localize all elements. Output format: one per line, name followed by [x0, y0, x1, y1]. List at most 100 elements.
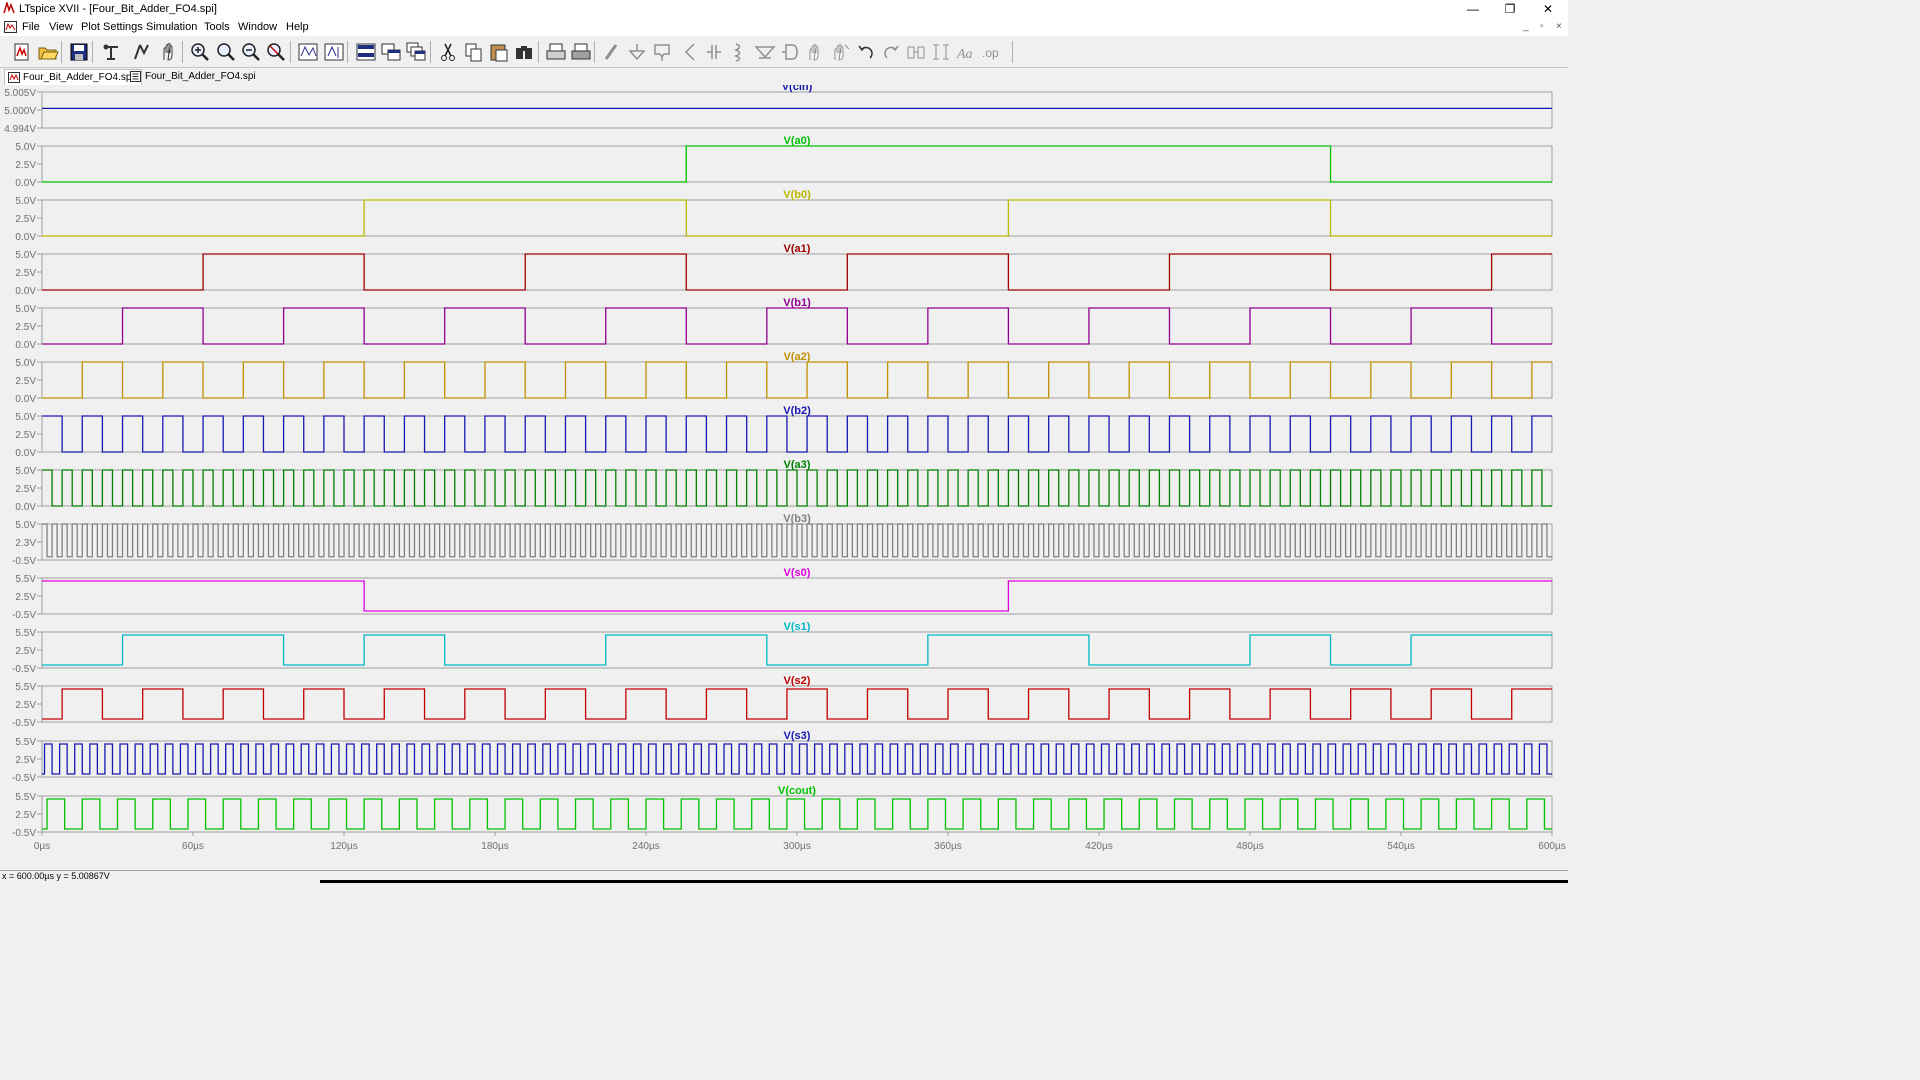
- zoom-out-icon[interactable]: [240, 41, 262, 63]
- control-panel-icon[interactable]: [100, 41, 122, 63]
- zoom-area-icon[interactable]: [215, 41, 237, 63]
- ground-icon[interactable]: [626, 41, 648, 63]
- menu-simulation[interactable]: Simulation: [146, 21, 198, 33]
- tile-horizontal-icon[interactable]: [380, 41, 402, 63]
- menu-bar: File View Plot Settings Simulation Tools…: [0, 19, 1568, 36]
- drag-icon[interactable]: [829, 41, 851, 63]
- menu-window[interactable]: Window: [238, 21, 278, 33]
- y-tick-label: 0.0V: [15, 232, 36, 243]
- waveform-pane: V(b0)5.0V2.5V0.0V: [15, 189, 1553, 243]
- open-icon[interactable]: [37, 41, 59, 63]
- undo-icon[interactable]: [855, 41, 877, 63]
- y-tick-label: 2.5V: [15, 160, 36, 171]
- print-icon[interactable]: [545, 41, 567, 63]
- close-button[interactable]: ✕: [1542, 2, 1554, 16]
- trace-label: V(a1): [784, 243, 811, 255]
- menu-view[interactable]: View: [49, 21, 73, 33]
- trace-line: [42, 253, 1552, 291]
- save-icon[interactable]: [68, 41, 90, 63]
- menu-plot-settings[interactable]: Plot Settings: [81, 21, 143, 33]
- minimize-button[interactable]: —: [1467, 2, 1479, 16]
- print-setup-icon[interactable]: [570, 41, 592, 63]
- menu-file[interactable]: File: [22, 21, 40, 33]
- zoom-in-icon[interactable]: [189, 41, 211, 63]
- y-tick-label: 0.0V: [15, 394, 36, 405]
- capacitor-icon[interactable]: [703, 41, 725, 63]
- x-tick-label: 420µs: [1085, 841, 1112, 852]
- halt-icon[interactable]: [157, 41, 179, 63]
- trace-line: [42, 415, 1552, 453]
- x-tick-label: 540µs: [1387, 841, 1414, 852]
- trace-label: V(b3): [783, 513, 811, 525]
- y-tick-label: 0.0V: [15, 502, 36, 513]
- toolbar-separator: [430, 41, 431, 63]
- restore-button[interactable]: ❐: [1504, 2, 1516, 16]
- y-tick-label: 2.3V: [15, 538, 36, 549]
- trace-label: V(b0): [783, 189, 811, 201]
- find-icon[interactable]: [513, 41, 535, 63]
- mirror-icon[interactable]: [930, 41, 952, 63]
- y-tick-label: 5.000V: [4, 106, 36, 117]
- waveform-pane: V(b2)5.0V2.5V0.0V: [15, 405, 1553, 459]
- spice-directive-icon[interactable]: .op: [980, 41, 1002, 63]
- waveform-icon: [8, 72, 20, 83]
- run-icon[interactable]: [130, 41, 152, 63]
- toolbar-separator: [182, 41, 183, 63]
- trace-label: V(a2): [784, 351, 811, 363]
- tab-waveform[interactable]: Four_Bit_Adder_FO4.spi: [4, 69, 142, 86]
- toolbar-separator: [594, 41, 595, 63]
- mdi-restore-button[interactable]: ▫: [1540, 21, 1544, 32]
- trace-label: V(cin): [782, 85, 813, 93]
- tab-netlist[interactable]: Four_Bit_Adder_FO4.spi: [127, 69, 265, 85]
- move-icon[interactable]: [804, 41, 826, 63]
- toolbar-separator: [347, 41, 348, 63]
- label-net-icon[interactable]: [651, 41, 673, 63]
- y-tick-label: 5.0V: [15, 196, 36, 207]
- diode-icon[interactable]: [754, 41, 776, 63]
- cascade-icon[interactable]: [405, 41, 427, 63]
- wire-icon[interactable]: [600, 41, 622, 63]
- y-tick-label: 2.5V: [15, 646, 36, 657]
- resistor-icon[interactable]: [678, 41, 700, 63]
- svg-text:Aa: Aa: [956, 47, 973, 62]
- y-tick-label: -0.5V: [12, 556, 36, 567]
- y-tick-label: 2.5V: [15, 592, 36, 603]
- trace-line: [42, 361, 1552, 399]
- copy-icon[interactable]: [463, 41, 485, 63]
- inductor-icon[interactable]: [728, 41, 750, 63]
- trace-line: [42, 580, 1552, 612]
- toolbar-separator: [61, 41, 62, 63]
- component-icon[interactable]: [779, 41, 801, 63]
- cut-icon[interactable]: [437, 41, 459, 63]
- pane-frame: [41, 631, 1553, 669]
- redo-icon[interactable]: [880, 41, 902, 63]
- mdi-minimize-button[interactable]: _: [1523, 21, 1529, 32]
- trace-line: [42, 469, 1552, 507]
- status-bar: x = 600.00µs y = 5.00867V: [0, 870, 1568, 883]
- document-icon: [4, 21, 17, 33]
- trace-label: V(s3): [784, 730, 811, 742]
- zoom-fit-icon[interactable]: [265, 41, 287, 63]
- autorange-icon[interactable]: [297, 41, 319, 63]
- menu-tools[interactable]: Tools: [204, 21, 230, 33]
- plot-canvas[interactable]: V(cin)5.005V5.000V4.994VV(a0)5.0V2.5V0.0…: [0, 85, 1568, 870]
- new-schematic-icon[interactable]: [11, 41, 33, 63]
- menu-help[interactable]: Help: [286, 21, 309, 33]
- cursor-readout: x = 600.00µs y = 5.00867V: [2, 871, 110, 881]
- view-dc-icon[interactable]: [323, 41, 345, 63]
- x-tick-label: 300µs: [783, 841, 810, 852]
- rotate-icon[interactable]: [905, 41, 927, 63]
- text-icon[interactable]: Aa: [955, 41, 977, 63]
- trace-line: [42, 199, 1552, 237]
- trace-label: V(cout): [778, 785, 816, 797]
- trace-label: V(a3): [784, 459, 811, 471]
- mdi-close-button[interactable]: ×: [1556, 21, 1562, 32]
- tile-vertical-icon[interactable]: [355, 41, 377, 63]
- y-tick-label: 2.5V: [15, 268, 36, 279]
- y-tick-label: 2.5V: [15, 755, 36, 766]
- paste-icon[interactable]: [488, 41, 510, 63]
- x-tick-label: 0µs: [34, 841, 50, 852]
- trace-line: [42, 307, 1552, 345]
- trace-label: V(b2): [783, 405, 811, 417]
